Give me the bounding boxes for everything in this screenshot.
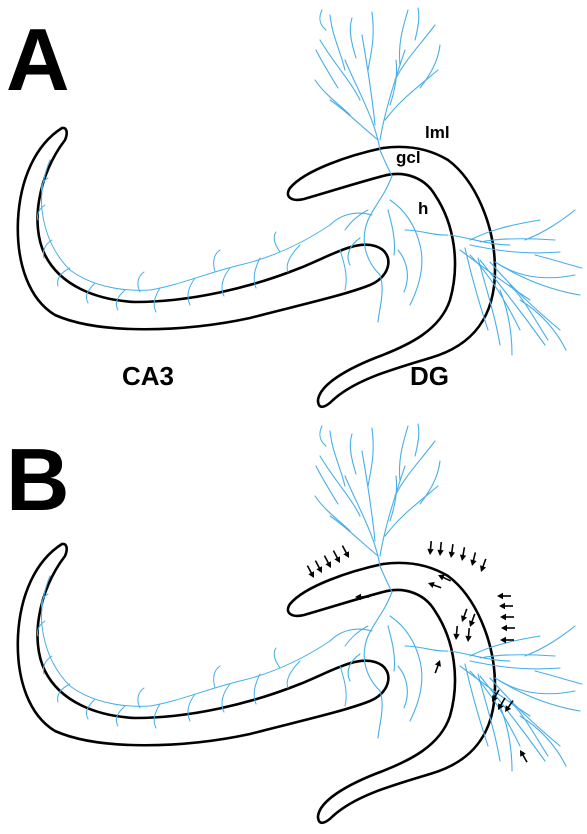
arrow-marker [517, 748, 530, 763]
label-lml: lml [425, 123, 450, 142]
arrow-marker [465, 628, 473, 643]
label-dg: DG [410, 361, 449, 391]
arrow-marker [459, 547, 468, 562]
panel-a: A lml gcl h CA3 DG [6, 8, 582, 407]
arrow-marker [469, 552, 479, 567]
arrow-marker [497, 593, 511, 599]
arrow-marker [501, 625, 515, 631]
arrow-marker [313, 559, 325, 574]
label-ca3: CA3 [122, 361, 174, 391]
arrow-marker [453, 626, 461, 641]
arrow-marker [499, 603, 513, 609]
arrow-marker [500, 614, 514, 620]
arrow-marker [322, 554, 334, 569]
arrow-marker [340, 544, 352, 559]
arrow-marker [427, 580, 442, 591]
arrow-marker [432, 659, 443, 674]
arrow-marker [448, 544, 456, 559]
panel-letter-a: A [6, 10, 70, 109]
panel-letter-b: B [6, 430, 70, 529]
arrow-marker [478, 558, 489, 573]
arrow-marker [459, 608, 470, 623]
arrow-marker [305, 564, 317, 579]
label-h: h [418, 199, 428, 218]
arrow-marker [437, 542, 445, 557]
label-gcl: gcl [396, 148, 421, 167]
panel-b: B [6, 424, 582, 823]
arrow-marker [331, 549, 343, 564]
arrow-marker [467, 613, 478, 628]
arrow-marker [427, 541, 435, 556]
